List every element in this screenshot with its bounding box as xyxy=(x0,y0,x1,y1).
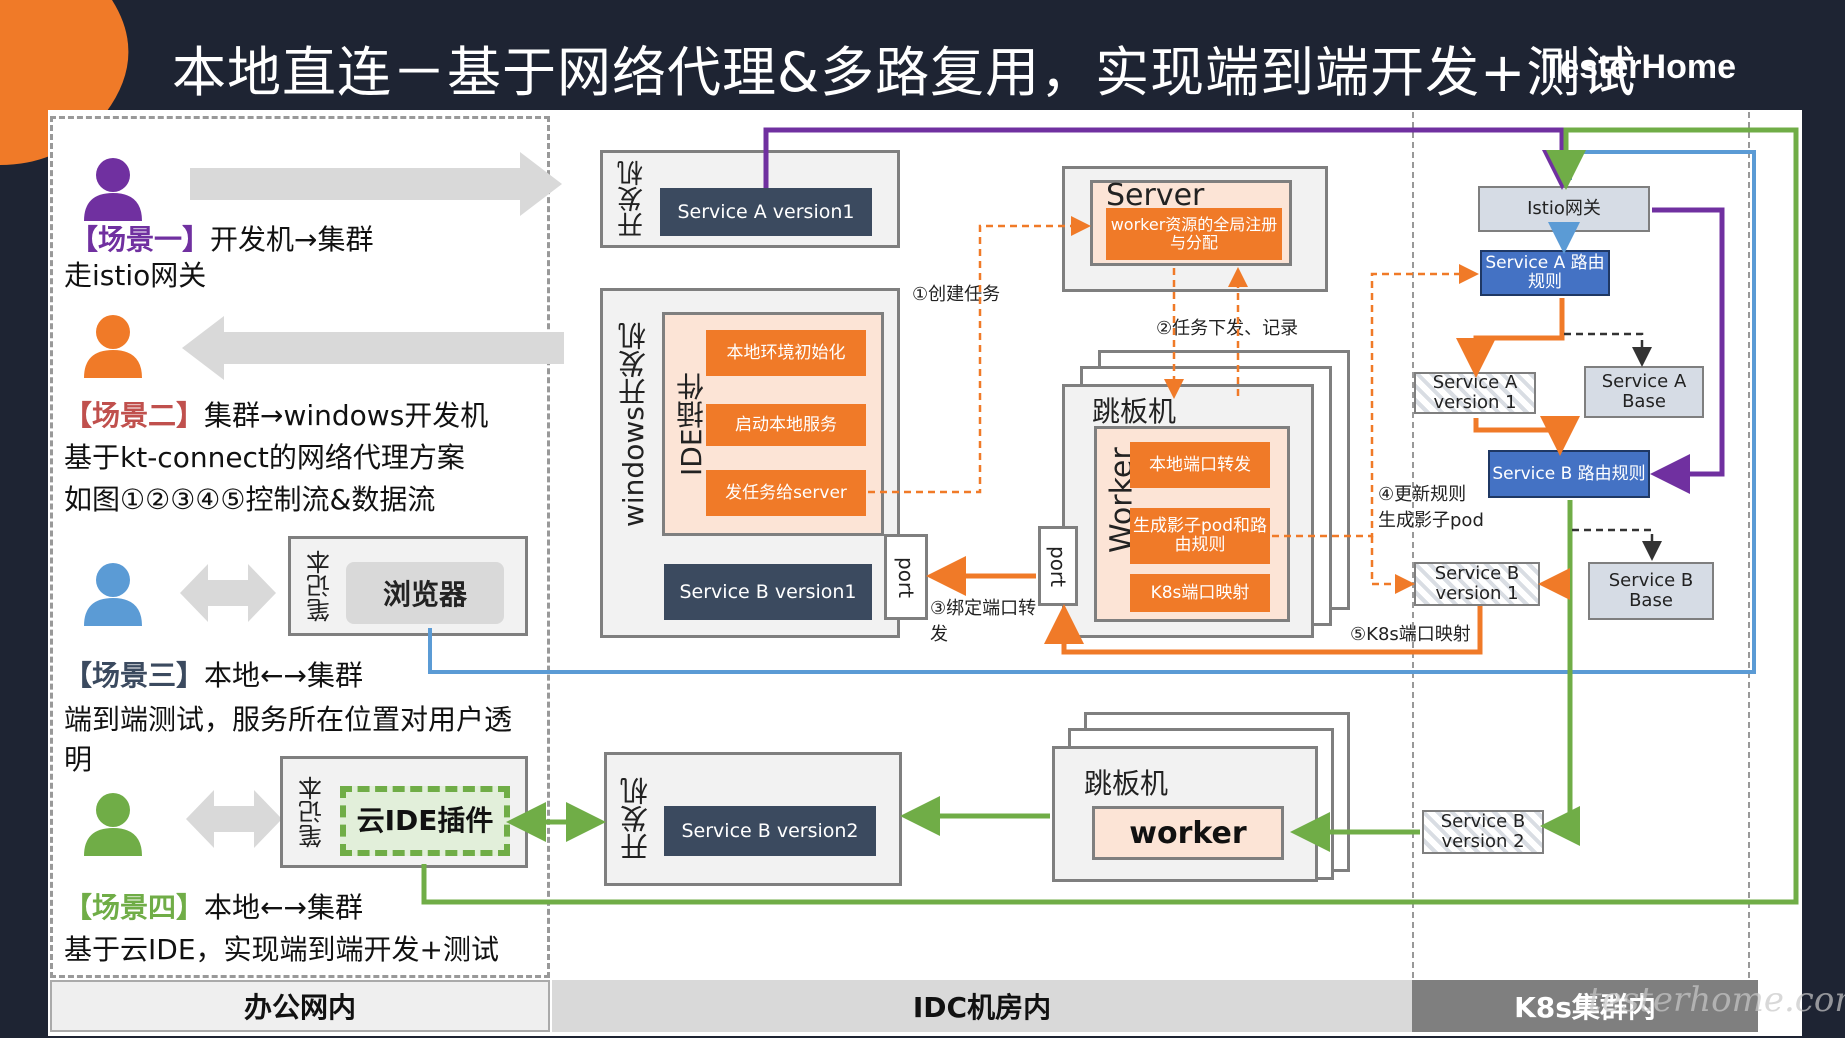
step-4-label-a: ④更新规则 xyxy=(1378,484,1467,505)
scenario-4-line1: 本地←→集群 xyxy=(204,891,363,924)
service-b-v2: Service B version 2 xyxy=(1422,810,1544,854)
service-b-base: Service B Base xyxy=(1588,562,1714,620)
step-1-label: ①创建任务 xyxy=(912,284,1001,305)
blue-route xyxy=(428,150,1756,674)
scenario-1-line1: 开发机→集群 xyxy=(210,223,374,256)
k8s-port-mapping: K8s端口映射 xyxy=(1130,574,1270,612)
step-5-label: ⑤K8s端口映射 xyxy=(1350,624,1471,645)
person-icon-green xyxy=(84,793,142,856)
scenario-3-tag: 【场景三】 xyxy=(64,659,205,692)
step-4-arrow-2 xyxy=(1370,536,1415,594)
scenario-4-line2: 基于云IDE，实现端到端开发+测试 xyxy=(64,933,499,966)
local-env-init: 本地环境初始化 xyxy=(706,330,866,376)
route-b-to-base xyxy=(1572,528,1662,561)
scenario-3-line1: 本地←→集群 xyxy=(204,659,363,692)
scenario-4-title: 【场景四】本地←→集群 xyxy=(64,886,363,926)
zone-office: 办公网内 xyxy=(50,980,550,1032)
shadow-pod-routing: 生成影子pod和路由规则 xyxy=(1130,508,1270,564)
idc-k8s-divider xyxy=(1412,112,1414,978)
jump-host-2-label: 跳板机 xyxy=(1084,767,1169,800)
start-local-service: 启动本地服务 xyxy=(706,404,866,446)
scenario-3-line3: 明 xyxy=(64,743,93,776)
step-3-label-a: ③绑定端口转 xyxy=(930,598,1037,619)
person-icon-purple xyxy=(84,158,142,221)
service-a-version1: Service A version1 xyxy=(660,188,872,236)
orange-route-c xyxy=(1044,604,1483,655)
page-title: 本地直连－基于网络代理&多路复用，实现端到端开发+测试 xyxy=(172,41,1637,104)
send-task-to-server: 发任务给server xyxy=(706,470,866,516)
purple-route-2 xyxy=(1650,207,1725,494)
zone-k8s: K8s集群内 xyxy=(1412,980,1758,1032)
service-b-version2: Service B version2 xyxy=(664,806,876,856)
k8s-right-border xyxy=(1748,112,1750,978)
arrow-right-big xyxy=(190,152,562,216)
scenario-2-line1: 集群→windows开发机 xyxy=(204,399,489,432)
scenario-1-title: 【场景一】开发机→集群 xyxy=(70,218,373,258)
step-2-label: ②任务下发、记录 xyxy=(1156,318,1299,339)
brand-logo: TesterHome xyxy=(1542,48,1736,86)
server-label: Server xyxy=(1106,178,1205,213)
service-b-v1: Service B version 1 xyxy=(1414,562,1540,606)
worker-2: worker xyxy=(1092,806,1284,860)
arrow-double-1 xyxy=(180,564,276,622)
cloud-ide-plugin[interactable]: 云IDE插件 xyxy=(340,786,510,856)
step-1-arrow xyxy=(868,216,1091,494)
green-route xyxy=(421,127,1799,905)
step-4-label-b: 生成影子pod xyxy=(1378,510,1484,531)
person-icon-blue xyxy=(84,563,142,626)
browser-button[interactable]: 浏览器 xyxy=(346,562,504,624)
arrow-left-big xyxy=(182,316,564,380)
scenario-2-title: 【场景二】集群→windows开发机 xyxy=(64,394,488,434)
orange-route-a xyxy=(1456,298,1565,378)
service-a-base: Service A Base xyxy=(1584,366,1704,418)
person-icon-orange xyxy=(84,315,142,378)
scenario-2-line3: 如图①②③④⑤控制流&数据流 xyxy=(64,483,436,516)
service-a-routing: Service A 路由规则 xyxy=(1480,250,1610,296)
service-a-v1: Service A version 1 xyxy=(1414,372,1536,414)
zone-idc: IDC机房内 xyxy=(552,980,1412,1032)
windows-port: port xyxy=(884,534,928,620)
route-a-to-base xyxy=(1564,332,1652,367)
scenario-1-tag: 【场景一】 xyxy=(70,223,211,256)
jump-host-1-label: 跳板机 xyxy=(1092,395,1177,428)
step-3-label-b: 发 xyxy=(930,624,948,645)
scenario-4-tag: 【场景四】 xyxy=(64,891,205,924)
orange-route-a2 xyxy=(1473,416,1580,456)
watermark: testerhome.com xyxy=(1588,980,1845,1020)
scenario-3-title: 【场景三】本地←→集群 xyxy=(64,654,363,694)
local-port-forward: 本地端口转发 xyxy=(1130,442,1270,488)
scenario-2-tag: 【场景二】 xyxy=(64,399,205,432)
service-b-version1: Service B version1 xyxy=(664,564,872,620)
scenario-2-line2: 基于kt-connect的网络代理方案 xyxy=(64,441,465,474)
step-4-arrow xyxy=(1272,264,1479,538)
office-zone-border xyxy=(50,116,550,978)
green-route-2 xyxy=(1540,500,1580,846)
service-b-routing: Service B 路由规则 xyxy=(1488,450,1650,498)
scenario-3-line2: 端到端测试，服务所在位置对用户透 xyxy=(64,703,513,736)
purple-route xyxy=(763,127,1582,190)
scenario-1-line2: 走istio网关 xyxy=(64,259,207,292)
worker-registry: worker资源的全局注册与分配 xyxy=(1106,208,1282,260)
arrow-double-2 xyxy=(186,790,282,848)
